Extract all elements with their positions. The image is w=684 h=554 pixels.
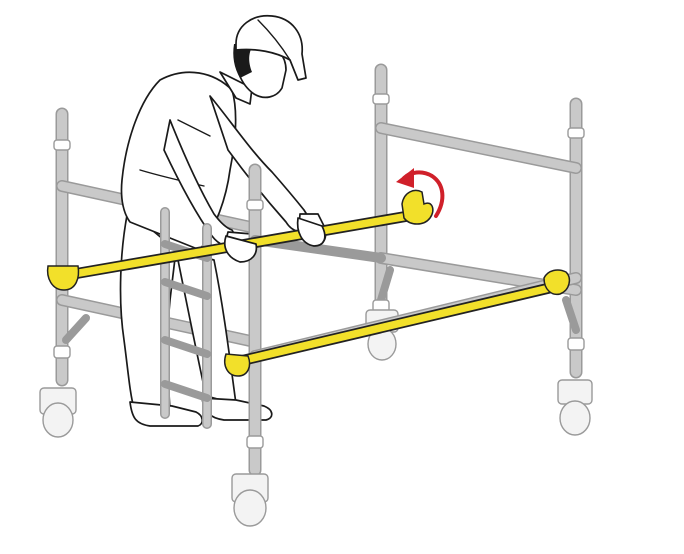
left-castor-wheel bbox=[40, 388, 76, 437]
front-castor-wheel bbox=[232, 474, 268, 526]
